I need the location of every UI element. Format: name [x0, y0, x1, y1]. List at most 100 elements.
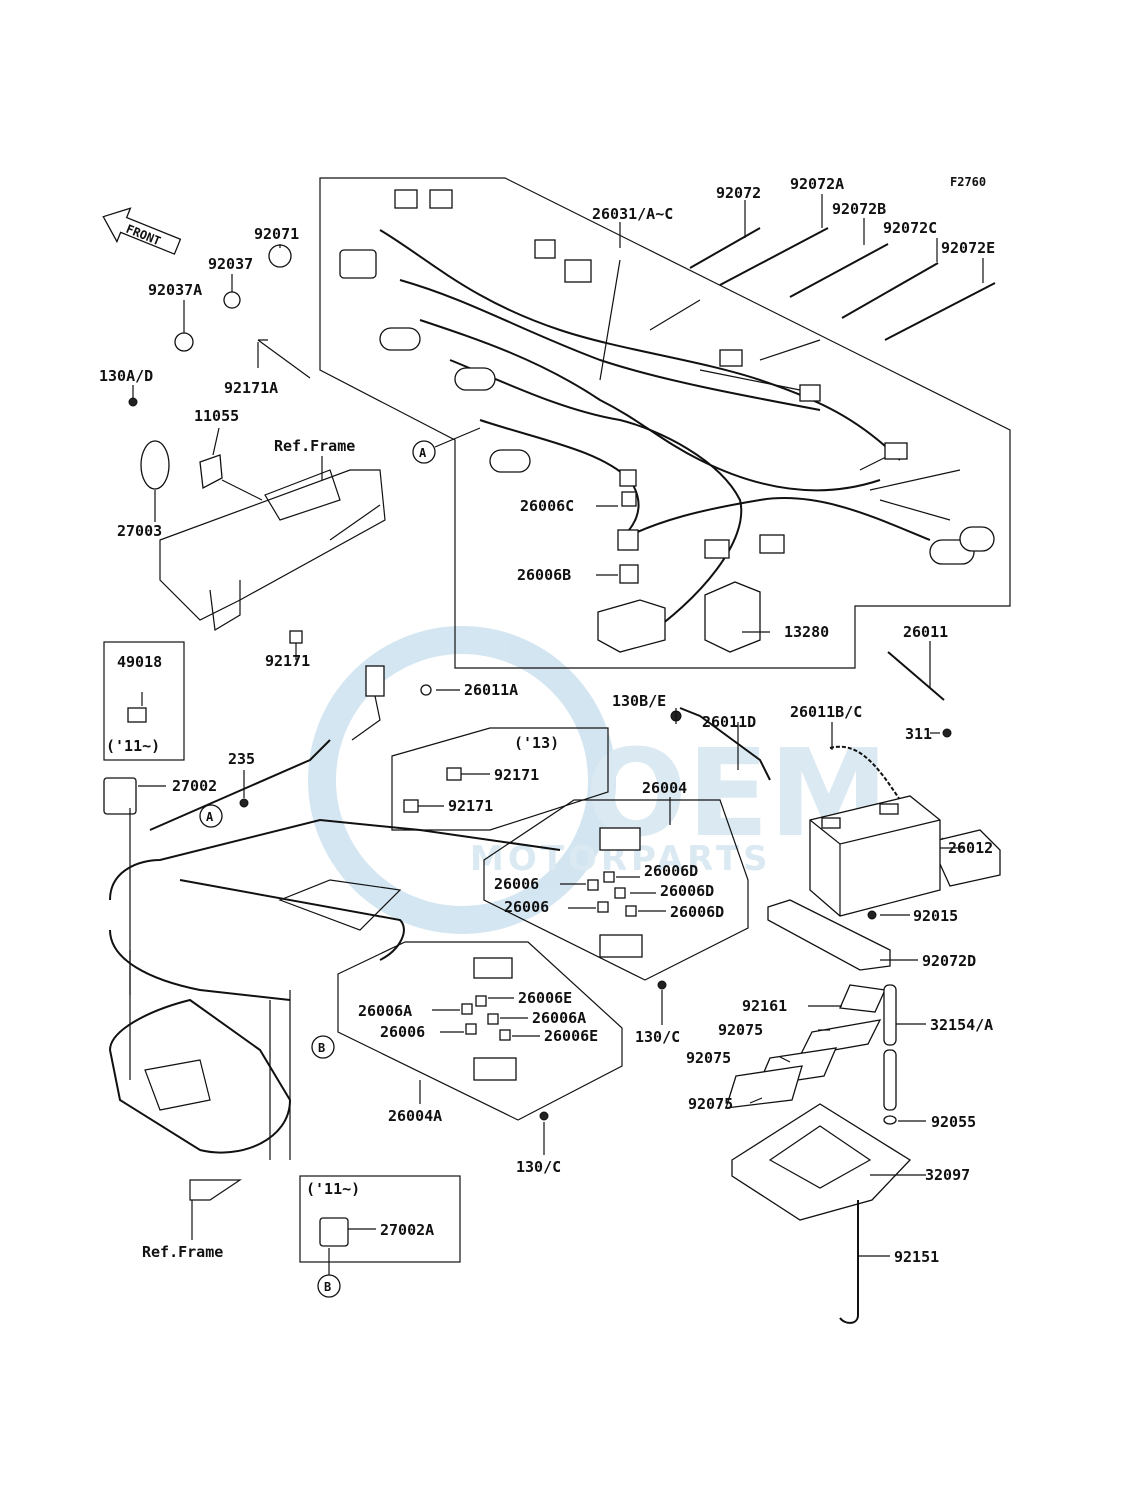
label-49018: 49018: [117, 653, 162, 671]
fuse-block-26004a: [473, 1057, 517, 1081]
label-92015: 92015: [913, 907, 958, 925]
clamp-92037a: [174, 332, 194, 352]
label-130c-2: 130/C: [516, 1158, 561, 1176]
pad-92161: [839, 984, 886, 1013]
box-26004: [483, 799, 749, 981]
label-26011d: 26011D: [702, 713, 756, 731]
lower-frame: [108, 739, 561, 1201]
harness-connector-5: [719, 349, 743, 367]
label-235: 235: [228, 750, 255, 768]
callout-a-bottom-letter: A: [206, 810, 214, 824]
label-92075-c: 92075: [688, 1095, 733, 1113]
battery-26012: [809, 795, 941, 917]
clip-92171-c: [403, 799, 419, 813]
fuse-26006b: [619, 564, 639, 584]
bolt-130c-2: [539, 1111, 549, 1121]
terminal-26011a: [420, 684, 432, 696]
label-26006d-3: 26006D: [670, 903, 724, 921]
label-26006-b: 26006: [504, 898, 549, 916]
label-26011bc: 26011B/C: [790, 703, 862, 721]
label-11055: 11055: [194, 407, 239, 425]
fuse-holder-c: [617, 529, 639, 551]
fuse-box-housing: [597, 599, 666, 653]
label-27002: 27002: [172, 777, 217, 795]
fuse-26006d-3: [625, 905, 637, 917]
nut-311: [942, 728, 952, 738]
label-32097: 32097: [925, 1166, 970, 1184]
main-harness-26031: [339, 189, 995, 641]
harness-boot-2: [454, 367, 496, 391]
rod-32154: [883, 984, 897, 1046]
harness-relay-box: [339, 249, 377, 279]
label-92171a: 92171A: [224, 379, 278, 397]
part-labels: 26031/A~C 92072 92072A 92072B 92072C 920…: [99, 175, 995, 1266]
note-ref-frame-bottom: Ref.Frame: [142, 1243, 223, 1261]
pad-92075-c: [725, 1065, 803, 1109]
fuse-26006-1: [587, 879, 599, 891]
harness-boot-3: [489, 449, 531, 473]
clip-92171-b: [446, 767, 462, 781]
label-26006d-2: 26006D: [660, 882, 714, 900]
fuse-26006-2: [597, 901, 609, 913]
fuse-block-26004: [599, 934, 643, 958]
label-26004: 26004: [642, 779, 687, 797]
callout-b-bottom: B: [317, 1248, 341, 1298]
fuse-26006-3: [465, 1023, 477, 1035]
label-92072d: 92072D: [922, 952, 976, 970]
bolt-235: [239, 798, 249, 808]
grommet-92071: [268, 244, 292, 268]
bracket-92072d: [767, 899, 891, 971]
fuse-26006c: [619, 469, 637, 487]
label-13280: 13280: [784, 623, 829, 641]
fuse-26006c-body: [621, 491, 637, 507]
box-26004a: [337, 941, 623, 1121]
harness-connector-1: [394, 189, 418, 209]
harness-connector-7: [704, 539, 730, 559]
harness-connector-2: [429, 189, 453, 209]
label-26006d-1: 26006D: [644, 862, 698, 880]
washer-92055: [883, 1115, 897, 1125]
note-year-13: ('13): [514, 734, 559, 752]
label-92072a: 92072A: [790, 175, 844, 193]
note-year-11-bottom: ('11~): [306, 1180, 360, 1198]
label-26006b: 26006B: [517, 566, 571, 584]
relay-27002: [103, 777, 137, 815]
harness-connector-9: [884, 442, 908, 460]
fusebox-cover-26004: [599, 827, 641, 851]
rod-32154a: [883, 1049, 897, 1111]
fuse-26006a-1: [461, 1003, 473, 1015]
cable-ties: [689, 227, 996, 341]
label-92075-b: 92075: [686, 1049, 731, 1067]
box-year-11-bottom: [299, 1175, 461, 1263]
box-year-13: [391, 727, 609, 831]
label-92151: 92151: [894, 1248, 939, 1266]
cable-26011: [887, 651, 945, 701]
clamp-92037: [223, 291, 241, 309]
bolt-130c-1: [657, 980, 667, 990]
label-26011: 26011: [903, 623, 948, 641]
pad-92075-a: [798, 1019, 882, 1057]
bolt-130ad: [128, 397, 138, 407]
harness-boot-1: [379, 327, 421, 351]
cover-13280: [704, 581, 761, 653]
label-26006-a: 26006: [494, 875, 539, 893]
label-92072: 92072: [716, 184, 761, 202]
clip-92171-a: [289, 630, 303, 644]
harness-boot-5: [959, 526, 995, 552]
label-26006e-2: 26006E: [544, 1027, 598, 1045]
box-49018: [103, 641, 185, 761]
horn-27003: [140, 440, 170, 490]
label-26031: 26031/A~C: [592, 205, 673, 223]
label-92072c: 92072C: [883, 219, 937, 237]
nut-92015: [867, 910, 877, 920]
label-26006a-2: 26006A: [532, 1009, 586, 1027]
label-92171-top: 92171: [265, 652, 310, 670]
terminal-cover: [929, 829, 1001, 887]
front-arrow-icon: FRONT: [102, 207, 182, 255]
callout-a-top-letter: A: [419, 446, 427, 460]
callout-b-right: B: [311, 1035, 335, 1059]
battery-tray-32097: [731, 1103, 912, 1221]
callout-a-bottom: A: [199, 804, 223, 828]
cable-26011d: [679, 707, 771, 781]
